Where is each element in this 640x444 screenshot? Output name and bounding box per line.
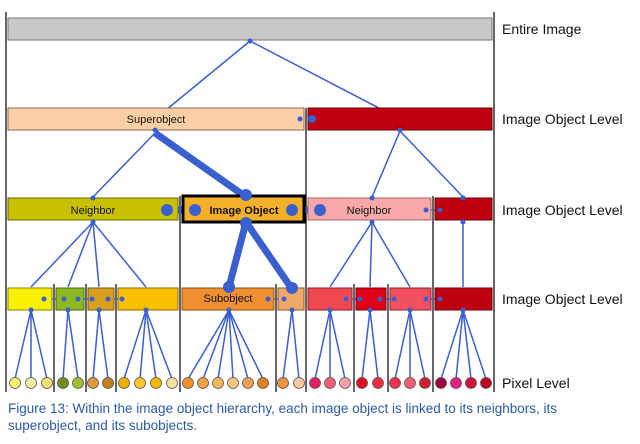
- neighbor-left-label: Neighbor: [71, 205, 116, 217]
- level-label-pixel: Pixel Level: [502, 375, 570, 391]
- neighbor-right-label: Neighbor: [347, 205, 392, 217]
- entire-image-bar: [7, 17, 493, 41]
- level-label-object-3: Image Object Level: [502, 291, 623, 307]
- subobject-label: Subobject: [204, 293, 253, 305]
- hierarchy-links: [14, 40, 487, 380]
- column-separators: [5, 12, 495, 392]
- level2-far-right-box: [434, 197, 493, 221]
- level-label-object-1: Image Object Level: [502, 111, 623, 127]
- pixel-circles: [9, 377, 492, 389]
- level1-right-box: [307, 107, 493, 131]
- image-object-label: Image Object: [209, 205, 278, 217]
- figure-caption: Figure 13: Within the image object hiera…: [8, 401, 558, 433]
- link-dots: [28, 38, 466, 313]
- superobject-label: Superobject: [127, 114, 186, 126]
- level-label-entire-image: Entire Image: [502, 21, 582, 37]
- level-label-object-2: Image Object Level: [502, 202, 623, 218]
